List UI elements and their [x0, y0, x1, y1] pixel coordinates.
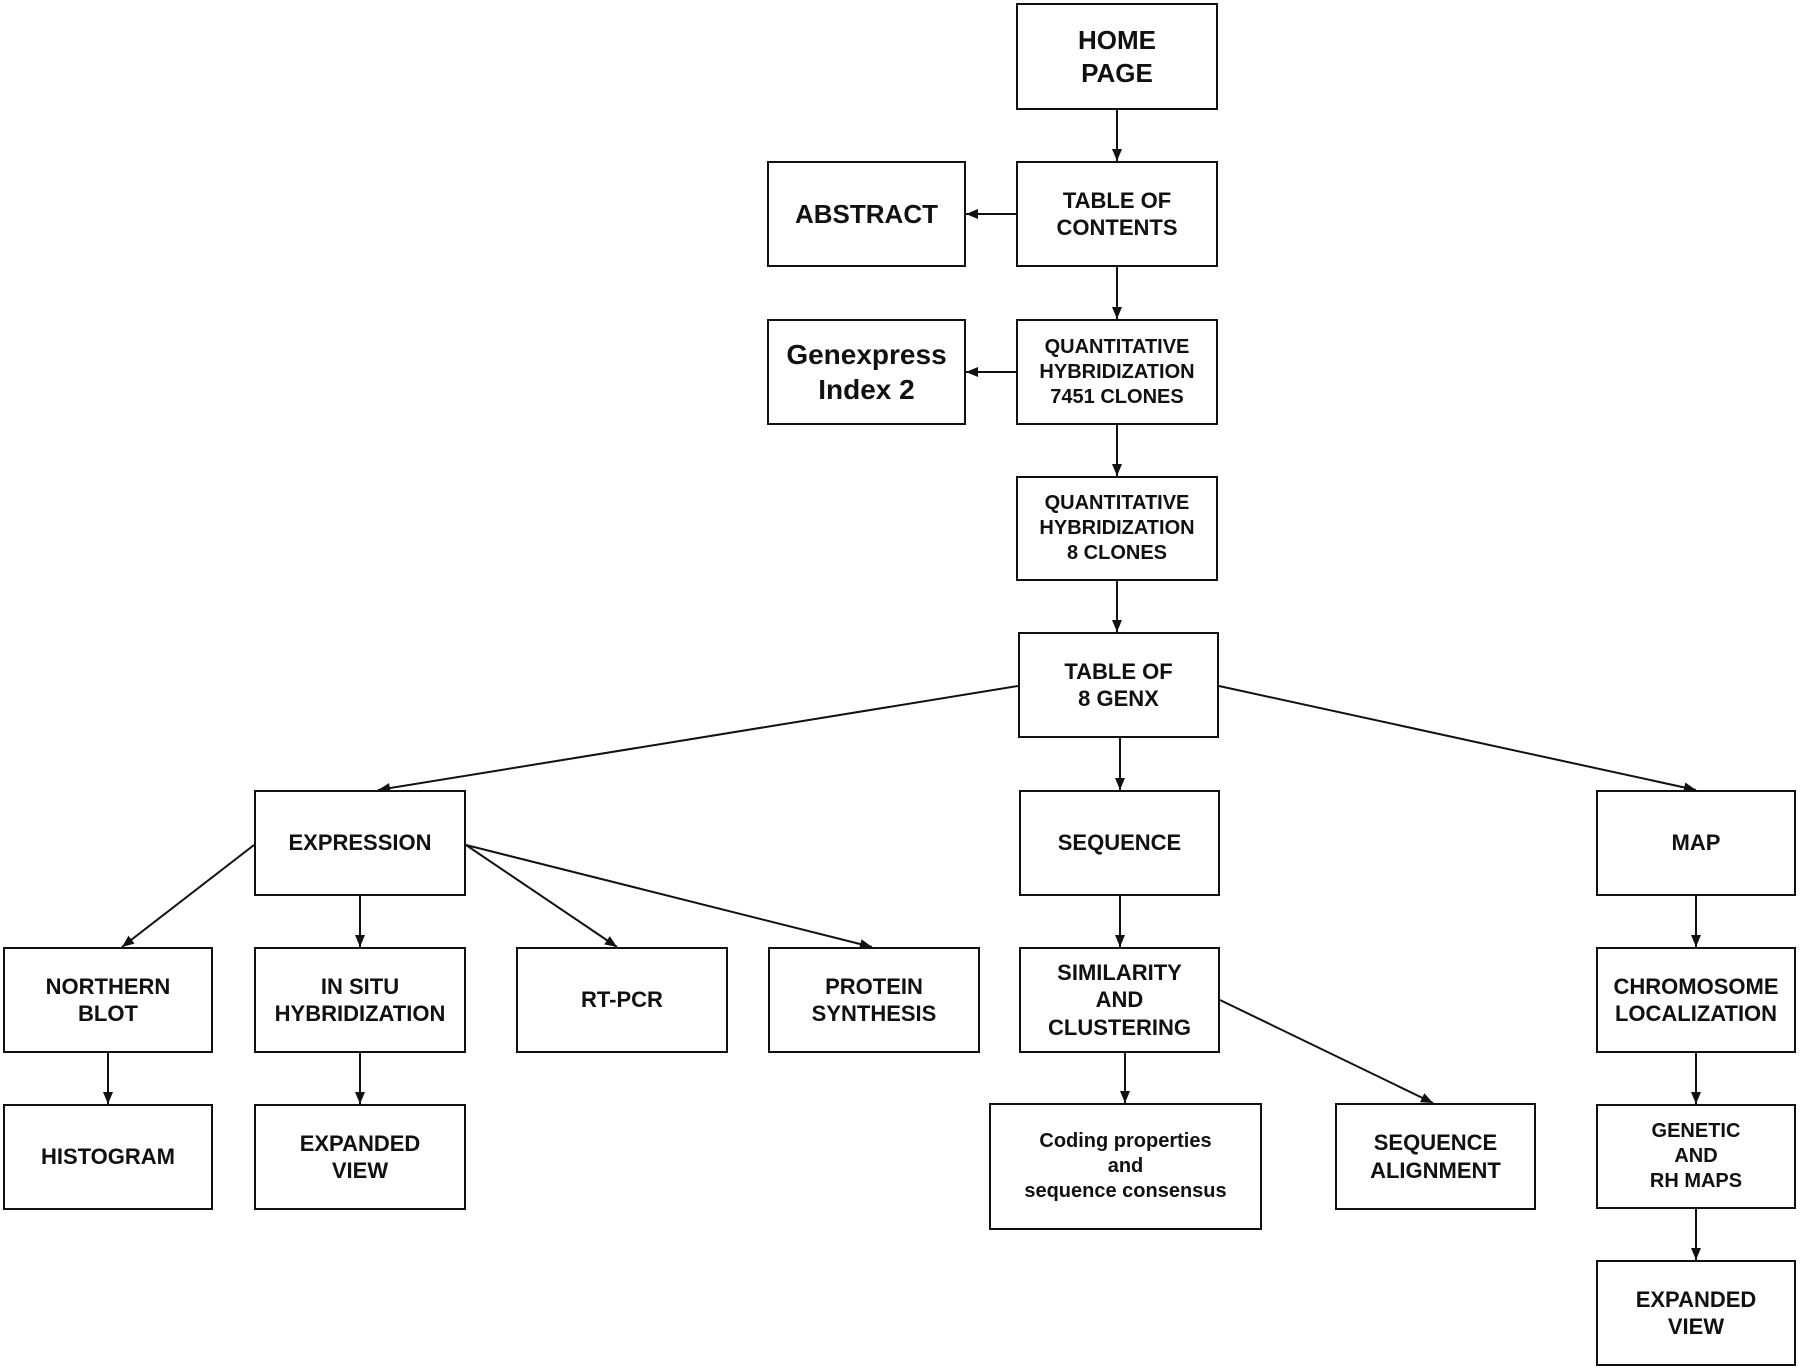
arrow-qh7451-to-genexpress: [966, 367, 1016, 377]
arrow-table8-to-map: [1218, 685, 1697, 793]
arrow-insitu-to-expanded: [355, 1053, 365, 1104]
arrow-qh8-to-table8: [1112, 581, 1122, 632]
arrow-table8-to-sequence: [1115, 738, 1125, 790]
node-histogram: HISTOGRAM: [3, 1104, 213, 1210]
node-map: MAP: [1596, 790, 1796, 896]
node-protein-synthesis: PROTEIN SYNTHESIS: [768, 947, 980, 1053]
arrow-map-to-chromosome: [1691, 896, 1701, 947]
arrow-chromosome-to-genetic: [1691, 1053, 1701, 1104]
node-coding-properties: Coding properties and sequence consensus: [989, 1103, 1262, 1230]
arrow-home-to-toc: [1112, 110, 1122, 161]
arrow-expression-to-insitu: [355, 896, 365, 947]
node-expanded-view-map: EXPANDED VIEW: [1596, 1260, 1796, 1366]
node-in-situ-hybridization: IN SITU HYBRIDIZATION: [254, 947, 466, 1053]
node-sequence: SEQUENCE: [1019, 790, 1220, 896]
node-genetic-and-rh-maps: GENETIC AND RH MAPS: [1596, 1104, 1796, 1209]
arrow-expression-to-rtpcr: [465, 844, 618, 948]
node-expression: EXPRESSION: [254, 790, 466, 896]
arrow-qh7451-to-qh8: [1112, 425, 1122, 476]
arrow-toc-to-qh7451: [1112, 267, 1122, 319]
node-home-page: HOME PAGE: [1016, 3, 1218, 110]
arrow-toc-to-abstract: [966, 209, 1016, 219]
node-sequence-alignment: SEQUENCE ALIGNMENT: [1335, 1103, 1536, 1210]
arrow-expression-to-protein: [465, 844, 873, 949]
node-abstract: ABSTRACT: [767, 161, 966, 267]
node-chromosome-localization: CHROMOSOME LOCALIZATION: [1596, 947, 1796, 1053]
node-table-of-contents: TABLE OF CONTENTS: [1016, 161, 1218, 267]
node-quantitative-hybridization-7451: QUANTITATIVE HYBRIDIZATION 7451 CLONES: [1016, 319, 1218, 425]
node-rt-pcr: RT-PCR: [516, 947, 728, 1053]
arrow-genetic-to-expanded: [1691, 1209, 1701, 1260]
node-table-of-8-genx: TABLE OF 8 GENX: [1018, 632, 1219, 738]
arrow-similarity-to-coding: [1120, 1053, 1130, 1103]
arrow-table8-to-expression: [377, 685, 1019, 794]
node-similarity-and-clustering: SIMILARITY AND CLUSTERING: [1019, 947, 1220, 1053]
arrow-expression-to-northern: [121, 844, 255, 948]
node-expanded-view-expression: EXPANDED VIEW: [254, 1104, 466, 1210]
node-quantitative-hybridization-8: QUANTITATIVE HYBRIDIZATION 8 CLONES: [1016, 476, 1218, 581]
node-northern-blot: NORTHERN BLOT: [3, 947, 213, 1053]
arrow-sequence-to-similarity: [1115, 896, 1125, 947]
node-genexpress-index: Genexpress Index 2: [767, 319, 966, 425]
arrow-northern-to-histogram: [103, 1053, 113, 1104]
arrow-similarity-to-alignment: [1219, 999, 1434, 1104]
